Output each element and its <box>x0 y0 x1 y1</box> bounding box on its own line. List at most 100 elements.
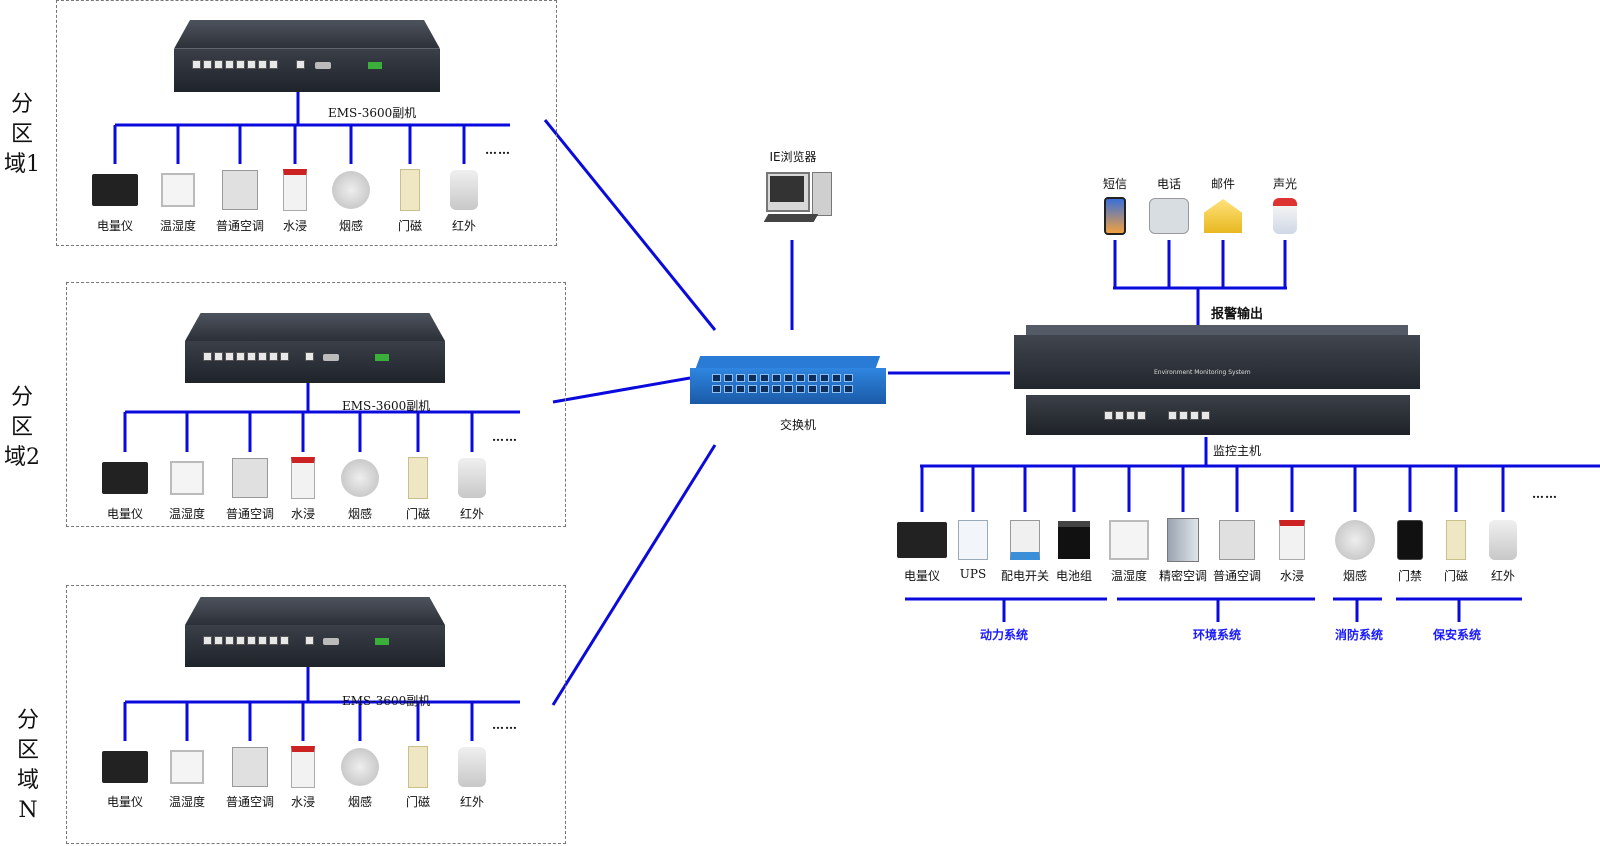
device-label: 红外 <box>451 219 476 233</box>
alarm-output-item-label: 电话 <box>1156 177 1181 191</box>
ems-3600-unit-2 <box>185 313 445 383</box>
host-device-icon <box>1219 520 1255 560</box>
region-box-1 <box>56 0 557 246</box>
host-device-icon <box>958 520 988 560</box>
device-icon <box>291 746 315 788</box>
alarm-device-icon <box>1149 198 1189 234</box>
host-device-icon <box>1335 520 1375 560</box>
region-box-n <box>66 585 566 844</box>
device-label: 门磁 <box>397 219 422 233</box>
host-device-icon <box>897 522 947 558</box>
device-icon <box>102 462 148 494</box>
alarm-output-item-label: 邮件 <box>1210 177 1235 191</box>
device-icon <box>291 457 315 499</box>
host-more-dots: …… <box>1532 487 1558 501</box>
host-device-icon <box>1397 520 1423 560</box>
host-device-label: 电量仪 <box>903 569 940 583</box>
device-icon <box>92 174 138 206</box>
device-icon <box>458 458 486 498</box>
region-label-n: 分区 域N <box>16 708 39 823</box>
device-icon <box>161 173 195 207</box>
more-dots-1: …… <box>485 143 511 157</box>
device-label: 温湿度 <box>168 795 205 809</box>
host-device-icon <box>1109 520 1149 560</box>
switch-label: 交换机 <box>779 418 816 432</box>
more-dots-2: …… <box>492 430 518 444</box>
ems-label-n: EMS-3600副机 <box>342 694 431 708</box>
device-icon <box>102 751 148 783</box>
device-label: 温湿度 <box>168 507 205 521</box>
host-device-label: 电池组 <box>1055 569 1092 583</box>
device-icon <box>222 170 258 210</box>
device-icon <box>408 457 428 499</box>
device-icon <box>408 746 428 788</box>
host-device-label: 精密空调 <box>1158 569 1207 583</box>
device-label: 普通空调 <box>225 795 274 809</box>
device-label: 水浸 <box>290 795 315 809</box>
host-device-icon <box>1489 520 1517 560</box>
device-label: 水浸 <box>290 507 315 521</box>
host-device-label: 红外 <box>1490 569 1515 583</box>
network-switch <box>690 356 886 406</box>
computer-icon <box>763 172 836 228</box>
device-label: 红外 <box>459 507 484 521</box>
alarm-output-item-label: 声光 <box>1272 177 1297 191</box>
region-trunk-line <box>551 444 717 706</box>
host-device-label: 烟感 <box>1342 569 1367 583</box>
alarm-output-item-label: 短信 <box>1102 177 1127 191</box>
host-device-label: 配电开关 <box>1000 569 1049 583</box>
device-label: 烟感 <box>347 507 372 521</box>
host-device-icon <box>1446 520 1466 560</box>
region-trunk-line <box>543 119 717 331</box>
ems-3600-unit-n <box>185 597 445 667</box>
more-dots-n: …… <box>492 718 518 732</box>
region-label-1: 分区 域1 <box>4 92 40 177</box>
device-label: 门磁 <box>405 795 430 809</box>
device-icon <box>400 169 420 211</box>
alarm-output-label: 报警输出 <box>1210 307 1263 322</box>
device-icon <box>170 750 204 784</box>
region-box-2 <box>66 282 566 527</box>
host-device-icon <box>1279 520 1305 560</box>
device-label: 水浸 <box>282 219 307 233</box>
host-device-label: UPS <box>959 567 987 581</box>
host-device-icon <box>1058 521 1090 559</box>
device-icon <box>332 171 370 209</box>
system-label-security: 保安系统 <box>1432 628 1481 642</box>
system-label-environment: 环境系统 <box>1192 628 1241 642</box>
device-icon <box>232 747 268 787</box>
region-trunk-line <box>552 376 691 404</box>
device-label: 烟感 <box>347 795 372 809</box>
device-label: 电量仪 <box>106 507 143 521</box>
device-label: 电量仪 <box>106 795 143 809</box>
device-label: 普通空调 <box>215 219 264 233</box>
device-icon <box>450 170 478 210</box>
device-label: 电量仪 <box>96 219 133 233</box>
device-icon <box>232 458 268 498</box>
device-label: 门磁 <box>405 507 430 521</box>
host-device-label: 水浸 <box>1279 569 1304 583</box>
host-label: 监控主机 <box>1212 444 1261 458</box>
alarm-device-icon <box>1104 197 1126 235</box>
system-label-fire: 消防系统 <box>1334 628 1383 642</box>
host-panel-text: Environment Monitoring System <box>1154 369 1251 376</box>
ems-label-2: EMS-3600副机 <box>342 399 431 413</box>
system-label-power: 动力系统 <box>979 628 1028 642</box>
device-label: 红外 <box>459 795 484 809</box>
device-icon <box>458 747 486 787</box>
device-icon <box>170 461 204 495</box>
host-device-label: 温湿度 <box>1110 569 1147 583</box>
device-label: 烟感 <box>338 219 363 233</box>
region-label-2: 分区 域2 <box>4 385 40 470</box>
device-icon <box>341 459 379 497</box>
ems-label-1: EMS-3600副机 <box>328 106 417 120</box>
device-icon <box>283 169 307 211</box>
monitoring-host: Environment Monitoring System <box>1014 325 1420 437</box>
host-device-label: 门禁 <box>1397 569 1422 583</box>
browser-label: IE浏览器 <box>769 150 817 164</box>
host-device-label: 门磁 <box>1443 569 1468 583</box>
host-device-icon <box>1010 520 1040 560</box>
device-label: 温湿度 <box>159 219 196 233</box>
host-device-icon <box>1167 518 1199 562</box>
